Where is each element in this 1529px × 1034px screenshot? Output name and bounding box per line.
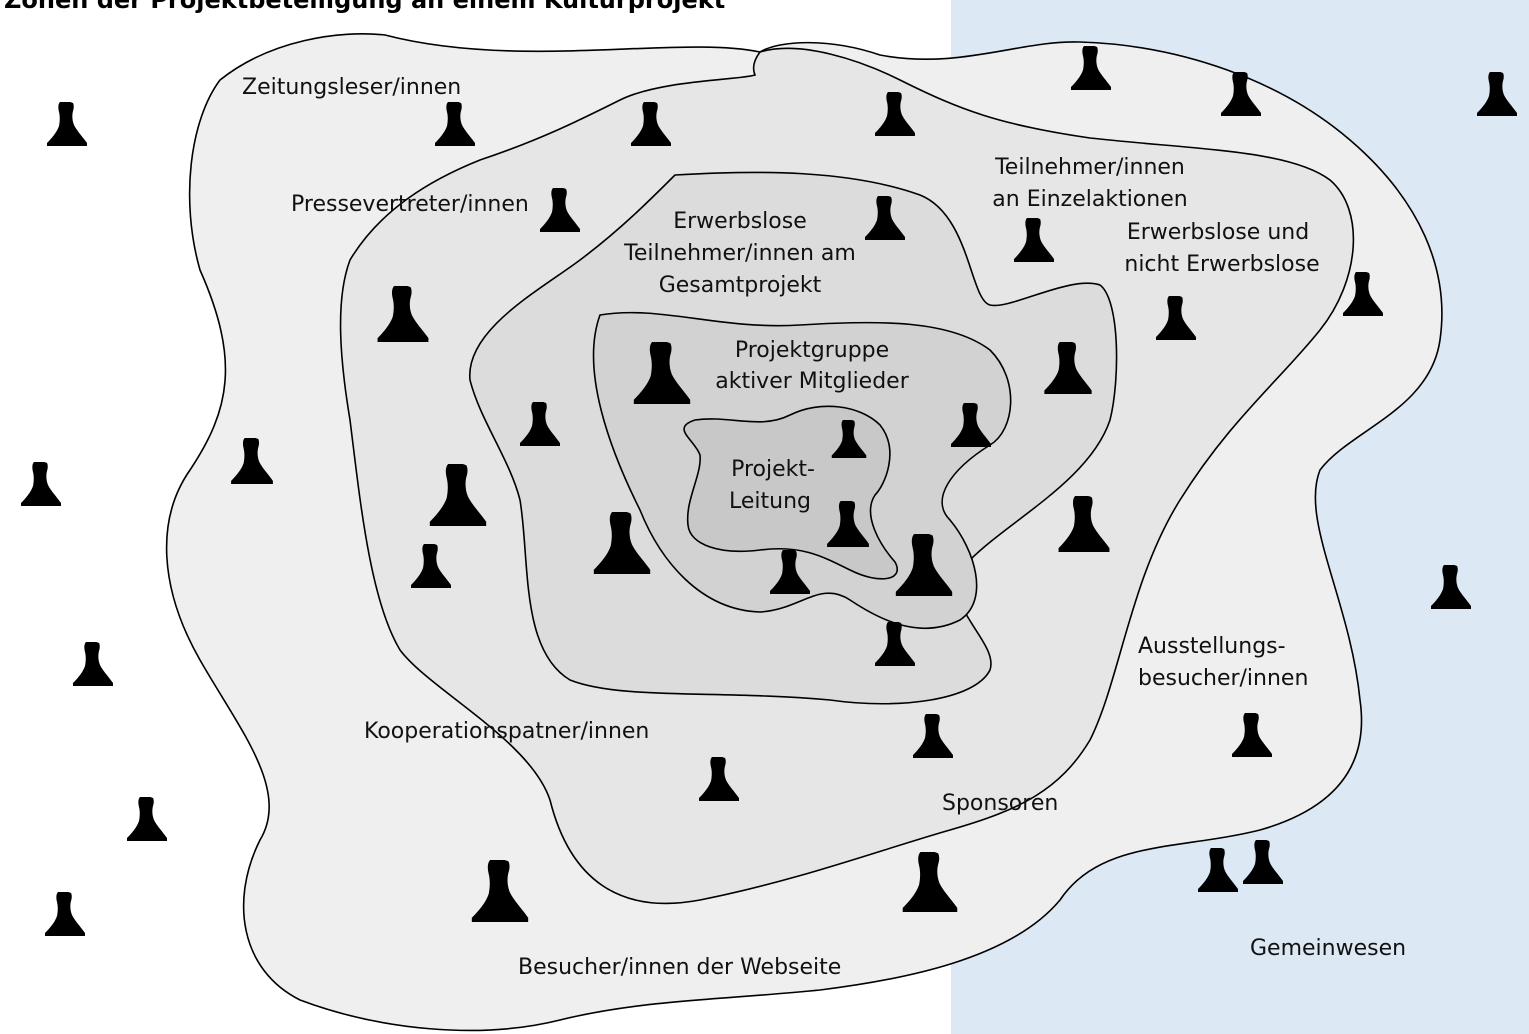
label-exhibition-visitors-line-2: besucher/innen xyxy=(1138,666,1308,691)
label-newspaper-readers: Zeitungsleser/innen xyxy=(242,75,461,100)
label-project-group-line-2: aktiver Mitglieder xyxy=(715,369,909,394)
label-website-visitors: Besucher/innen der Webseite xyxy=(518,955,841,980)
person-silhouette-icon xyxy=(127,797,167,841)
person-silhouette-icon xyxy=(73,642,113,686)
label-sponsors: Sponsoren xyxy=(942,791,1058,816)
person-silhouette-icon xyxy=(45,892,85,936)
person-silhouette-icon xyxy=(21,462,61,506)
label-core-line-1: Projekt- xyxy=(731,457,815,482)
label-unemployed-participants-line-1: Erwerbslose xyxy=(673,209,807,234)
label-cooperation-partners: Kooperationspatner/innen xyxy=(364,719,649,744)
label-unemployed-participants-line-3: Gesamtprojekt xyxy=(659,273,822,298)
label-employed-unemployed-line-2: nicht Erwerbslose xyxy=(1124,252,1319,277)
label-community: Gemeinwesen xyxy=(1250,936,1406,961)
label-single-action-line-2: an Einzelaktionen xyxy=(992,187,1187,212)
zone-labels: Zeitungsleser/innen Pressevertreter/inne… xyxy=(242,75,1406,980)
label-exhibition-visitors-line-1: Ausstellungs- xyxy=(1138,634,1286,659)
diagram-title: Zonen der Projektbeteiligung an einem Ku… xyxy=(4,0,726,14)
person-silhouette-icon xyxy=(47,102,87,146)
label-project-group-line-1: Projektgruppe xyxy=(735,338,889,363)
label-single-action-line-1: Teilnehmer/innen xyxy=(994,155,1185,180)
label-press: Pressevertreter/innen xyxy=(291,192,529,217)
label-core-line-2: Leitung xyxy=(729,489,811,514)
label-employed-unemployed-line-1: Erwerbslose und xyxy=(1127,220,1309,245)
label-unemployed-participants-line-2: Teilnehmer/innen am xyxy=(623,241,856,266)
